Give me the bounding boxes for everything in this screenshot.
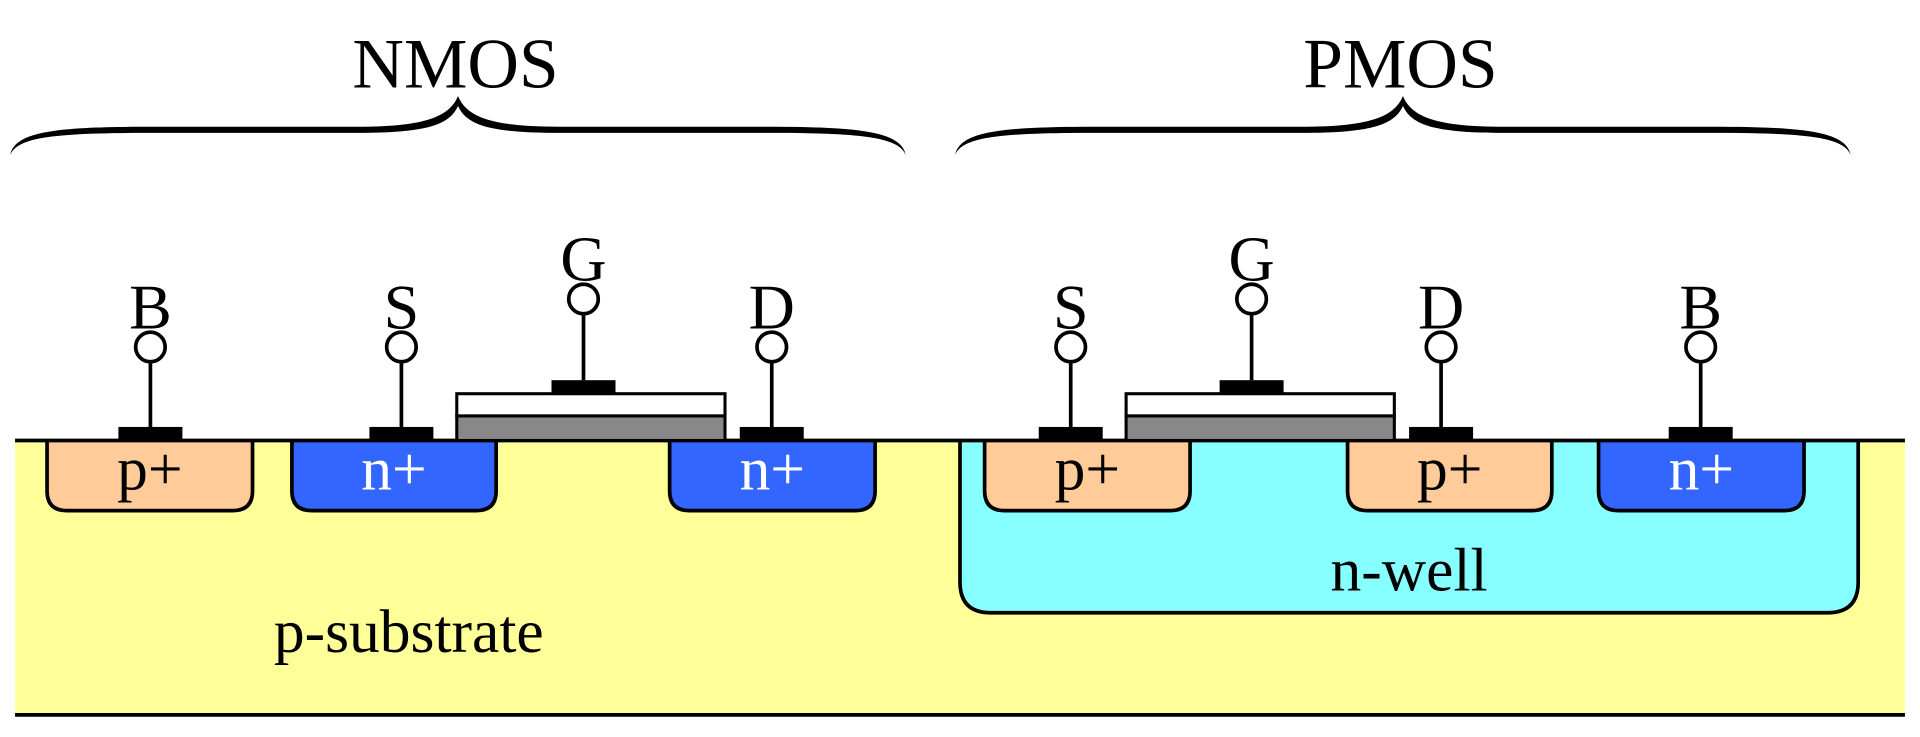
nmos-s-terminal-label: S <box>384 272 420 343</box>
nmos-diffusion-label-1: n+ <box>361 436 426 504</box>
pmos-s-terminal-label: S <box>1053 272 1089 343</box>
nmos-b-terminal-label: B <box>129 272 172 343</box>
pmos-brace <box>955 95 1851 156</box>
nmos-terminal-d: D <box>739 272 804 441</box>
pmos-b-terminal-label: B <box>1679 272 1722 343</box>
pmos-gate-oxide <box>1124 414 1396 443</box>
pmos-g-terminal-node-icon <box>1234 282 1269 316</box>
nmos-terminal-s: S <box>369 272 434 441</box>
nmos-diffusion-label-2: n+ <box>740 436 805 504</box>
pmos-p-plus-diffusion-0 <box>982 440 1192 513</box>
pmos-n-plus-diffusion-2 <box>1596 440 1806 513</box>
pmos-diffusion-label-2: n+ <box>1669 436 1734 504</box>
nmos-diffusion-label-0: p+ <box>117 436 182 504</box>
nmos-terminal-b: B <box>118 272 183 441</box>
pmos-d-terminal-node-icon <box>1424 330 1458 364</box>
pmos-s-terminal-node-icon <box>1054 330 1088 364</box>
nmos-brace <box>10 95 906 156</box>
nmos-b-terminal-node-icon <box>133 330 168 364</box>
nmos-gate-poly <box>455 392 727 418</box>
n-well-label: n-well <box>1331 537 1488 605</box>
pmos-b-metal-contact <box>1668 426 1733 441</box>
nmos-d-metal-contact <box>739 426 804 441</box>
pmos-s-metal-contact <box>1038 426 1103 441</box>
nmos-g-terminal-label: G <box>560 224 606 295</box>
nmos-b-metal-contact <box>118 426 183 441</box>
pmos-terminal-b: B <box>1668 272 1733 441</box>
nmos-label: NMOS <box>352 24 558 103</box>
nmos-n-plus-diffusion-2 <box>667 440 877 513</box>
nmos-n-plus-diffusion-1 <box>290 440 498 513</box>
nmos-d-terminal-label: D <box>749 272 795 343</box>
pmos-terminal-d: D <box>1409 272 1474 441</box>
pmos-d-terminal-label: D <box>1418 272 1464 343</box>
nmos-p-plus-diffusion-0 <box>45 440 255 513</box>
nmos-s-terminal-node-icon <box>384 330 419 364</box>
nmos-g-metal-contact <box>551 380 616 394</box>
nmos-d-terminal-node-icon <box>755 330 789 364</box>
pmos-g-terminal-label: G <box>1228 224 1274 295</box>
nmos-terminal-g: G <box>551 224 616 394</box>
pmos-terminal-s: S <box>1038 272 1103 441</box>
pmos-diffusion-label-1: p+ <box>1417 436 1482 504</box>
pmos-p-plus-diffusion-1 <box>1345 440 1554 513</box>
nmos-g-terminal-node-icon <box>566 282 601 316</box>
pmos-terminal-g: G <box>1219 224 1284 394</box>
pmos-g-metal-contact <box>1219 380 1284 394</box>
p-substrate-label: p-substrate <box>274 598 544 666</box>
pmos-diffusion-label-0: p+ <box>1055 436 1120 504</box>
pmos-b-terminal-node-icon <box>1684 330 1718 364</box>
nmos-gate-oxide <box>455 414 727 443</box>
nmos-s-metal-contact <box>369 426 434 441</box>
pmos-label: PMOS <box>1303 24 1497 103</box>
pmos-d-metal-contact <box>1409 426 1474 441</box>
pmos-gate-poly <box>1124 392 1396 418</box>
